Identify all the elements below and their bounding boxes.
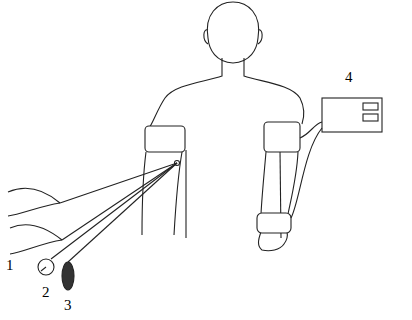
arm-cuff xyxy=(264,122,300,152)
head xyxy=(207,2,258,63)
stethoscope-earpiece xyxy=(8,188,60,203)
body-outline xyxy=(149,58,222,128)
stethoscope-earpiece xyxy=(10,225,62,240)
ear xyxy=(204,30,208,44)
cuff-tube xyxy=(291,128,322,218)
stethoscope-tube xyxy=(62,163,177,240)
gauge-tube xyxy=(51,163,177,259)
body-outline xyxy=(244,58,304,124)
monitor-display xyxy=(363,114,378,121)
inflation-bulb xyxy=(62,262,74,290)
bulb-tube xyxy=(68,163,177,262)
stethoscope-tube xyxy=(60,163,177,203)
callout-number: 2 xyxy=(42,285,50,300)
stethoscope-earpiece xyxy=(10,240,62,254)
cuff-tube xyxy=(300,122,322,138)
right-arm xyxy=(288,152,298,214)
right-hand xyxy=(259,232,288,251)
right-arm xyxy=(261,152,266,214)
ear xyxy=(258,30,262,44)
callout-number: 1 xyxy=(6,258,14,273)
stethoscope-earpiece xyxy=(8,203,60,216)
monitor-device xyxy=(322,98,382,132)
torso-outline xyxy=(185,150,186,238)
monitor-display xyxy=(363,103,378,110)
gauge-needle xyxy=(41,267,46,271)
callout-number: 4 xyxy=(345,70,353,85)
wrist-cuff xyxy=(257,213,291,233)
arm-cuff xyxy=(145,126,185,152)
pressure-gauge xyxy=(38,259,54,275)
callout-number: 3 xyxy=(64,298,72,313)
